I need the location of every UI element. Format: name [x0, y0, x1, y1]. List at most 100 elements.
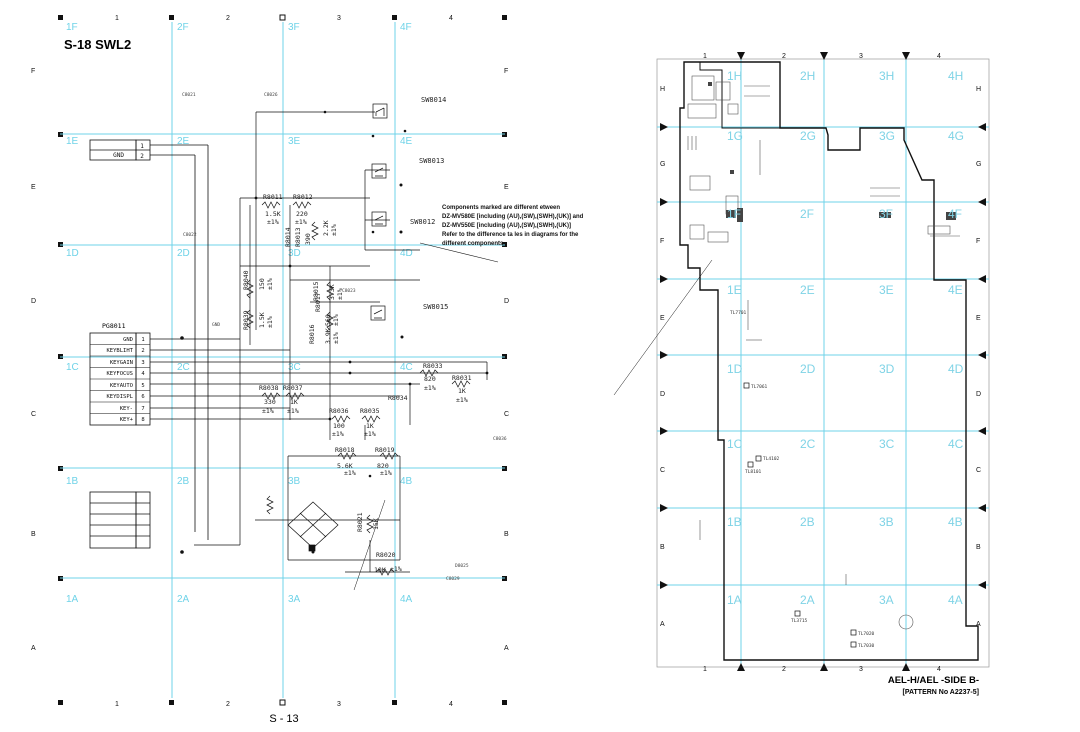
component-label: C8029 [446, 576, 460, 582]
resistor-ref: R8011 [263, 193, 283, 201]
note-line: DZ-MV580E [including (AU),(SW),(SWH),(UK… [442, 214, 584, 220]
pcb-zone-grid [657, 59, 989, 667]
pcb-zone-label: 4B [948, 515, 963, 529]
edge-marker [279, 699, 286, 706]
pcb-zone-label: 2F [800, 207, 814, 221]
switch-SW8013 [371, 163, 387, 179]
resistor-R8019 [379, 452, 399, 460]
pcb-zone-label: 1B [727, 515, 742, 529]
note-line: different components [442, 241, 504, 247]
resistor-R8035 [361, 415, 381, 423]
pin-number: 4 [141, 371, 145, 377]
component-label: C8036 [493, 436, 507, 442]
zone-label: 1B [66, 476, 79, 487]
resistor-value: 3.9K [324, 328, 332, 344]
pcb-row-label: B [976, 544, 981, 551]
pcb-zone-label: 1F [727, 207, 741, 221]
row-label: C [504, 411, 509, 418]
resistor-ref: R8037 [283, 384, 303, 392]
pcb-row-label: H [660, 86, 665, 93]
zone-label: 1D [66, 248, 79, 259]
board-outline [679, 61, 979, 661]
edge-marker [392, 15, 397, 20]
switch-label: SW8015 [423, 303, 448, 311]
resistor-tol: ±1% [364, 430, 376, 438]
pin-number: 1 [140, 143, 144, 150]
pcb-row-label: E [976, 315, 981, 322]
resistor-value: 1K [366, 422, 374, 430]
switch-SW8014 [372, 103, 388, 119]
resistor-tol: ±1% [344, 469, 356, 477]
zone-label: 1E [66, 136, 79, 147]
zone-label: 3E [288, 136, 301, 147]
pin-number: 5 [141, 383, 144, 389]
row-label: A [31, 645, 36, 652]
pcb-row-label: G [660, 161, 665, 168]
pin-number: 6 [141, 394, 144, 400]
zone-label: 3C [288, 362, 301, 373]
resistor-value: 1.5K [265, 210, 281, 218]
pcb-row-label: A [976, 621, 981, 628]
pcb-zone-label: 1E [727, 283, 742, 297]
zone-label: 4F [400, 22, 412, 33]
edge-marker [279, 14, 286, 21]
zone-label: 2C [177, 362, 190, 373]
pcb-zone-label: 3H [879, 69, 894, 83]
test-point-label: TL7061 [751, 384, 768, 390]
note-line: Components marked are different etween [442, 205, 560, 211]
resistor-value: 1K [290, 398, 298, 406]
resistor-R8040 [246, 279, 254, 299]
col-label: 4 [449, 15, 453, 22]
pcb-row-label: D [976, 391, 981, 398]
col-label: 2 [226, 15, 230, 22]
resistor-R8015 [326, 281, 334, 301]
pcb-row-label: F [660, 238, 664, 245]
row-label: B [504, 531, 509, 538]
test-point-label: TL4102 [763, 456, 780, 462]
zone-label: 1C [66, 362, 79, 373]
resistor-value: 1.5K [258, 312, 266, 328]
test-point-TL7061 [743, 382, 750, 389]
board-cutout [699, 62, 781, 129]
pcb-row-label: A [660, 621, 665, 628]
resistor-ref: R8033 [423, 362, 443, 370]
component-label: C8026 [264, 92, 278, 98]
pcb-row-label: G [976, 161, 981, 168]
resistor-value: 150 [258, 278, 266, 290]
pcb-row-label: B [660, 544, 665, 551]
zone-label: 3B [288, 476, 301, 487]
col-label: 3 [337, 15, 341, 22]
test-point-TL4102 [755, 455, 762, 462]
pcb-col-label: 3 [859, 53, 863, 60]
zone-label: 3D [288, 248, 301, 259]
test-point-TL7030 [850, 641, 857, 648]
component-label: C8021 [182, 92, 196, 98]
test-point-label: TL3715 [791, 618, 808, 624]
row-label: F [31, 68, 35, 75]
resistor-ref: R8021 [356, 512, 364, 532]
resistor-R8033 [419, 369, 439, 377]
pcb-zone-label: 4G [948, 129, 964, 143]
resistor-value: 820 [377, 462, 389, 470]
row-label: E [31, 184, 36, 191]
resistor-value: 15K [372, 518, 380, 530]
pin-number: 8 [141, 417, 144, 423]
pcb-zone-label: 4D [948, 362, 964, 376]
pcb-zone-label: 4E [948, 283, 963, 297]
resistor-R8038 [261, 392, 281, 400]
resistor-ref: R8031 [452, 374, 472, 382]
resistor-tol: ±1% [266, 278, 274, 290]
col-label: 4 [449, 701, 453, 708]
resistor-R8012 [292, 201, 312, 209]
row-label: D [31, 298, 36, 305]
zone-label: 2E [177, 136, 190, 147]
pcb-zone-label: 4H [948, 69, 963, 83]
pcb-col-label: 2 [782, 53, 786, 60]
test-point-label: TL7020 [858, 631, 875, 637]
pcb-col-label: 1 [703, 53, 707, 60]
switch-label: SW8014 [421, 96, 446, 104]
resistor-tol: ±1% [287, 407, 299, 415]
edge-marker [169, 15, 174, 20]
resistor-ref: R8038 [259, 384, 279, 392]
resistor-ref: R8040 [242, 270, 250, 290]
